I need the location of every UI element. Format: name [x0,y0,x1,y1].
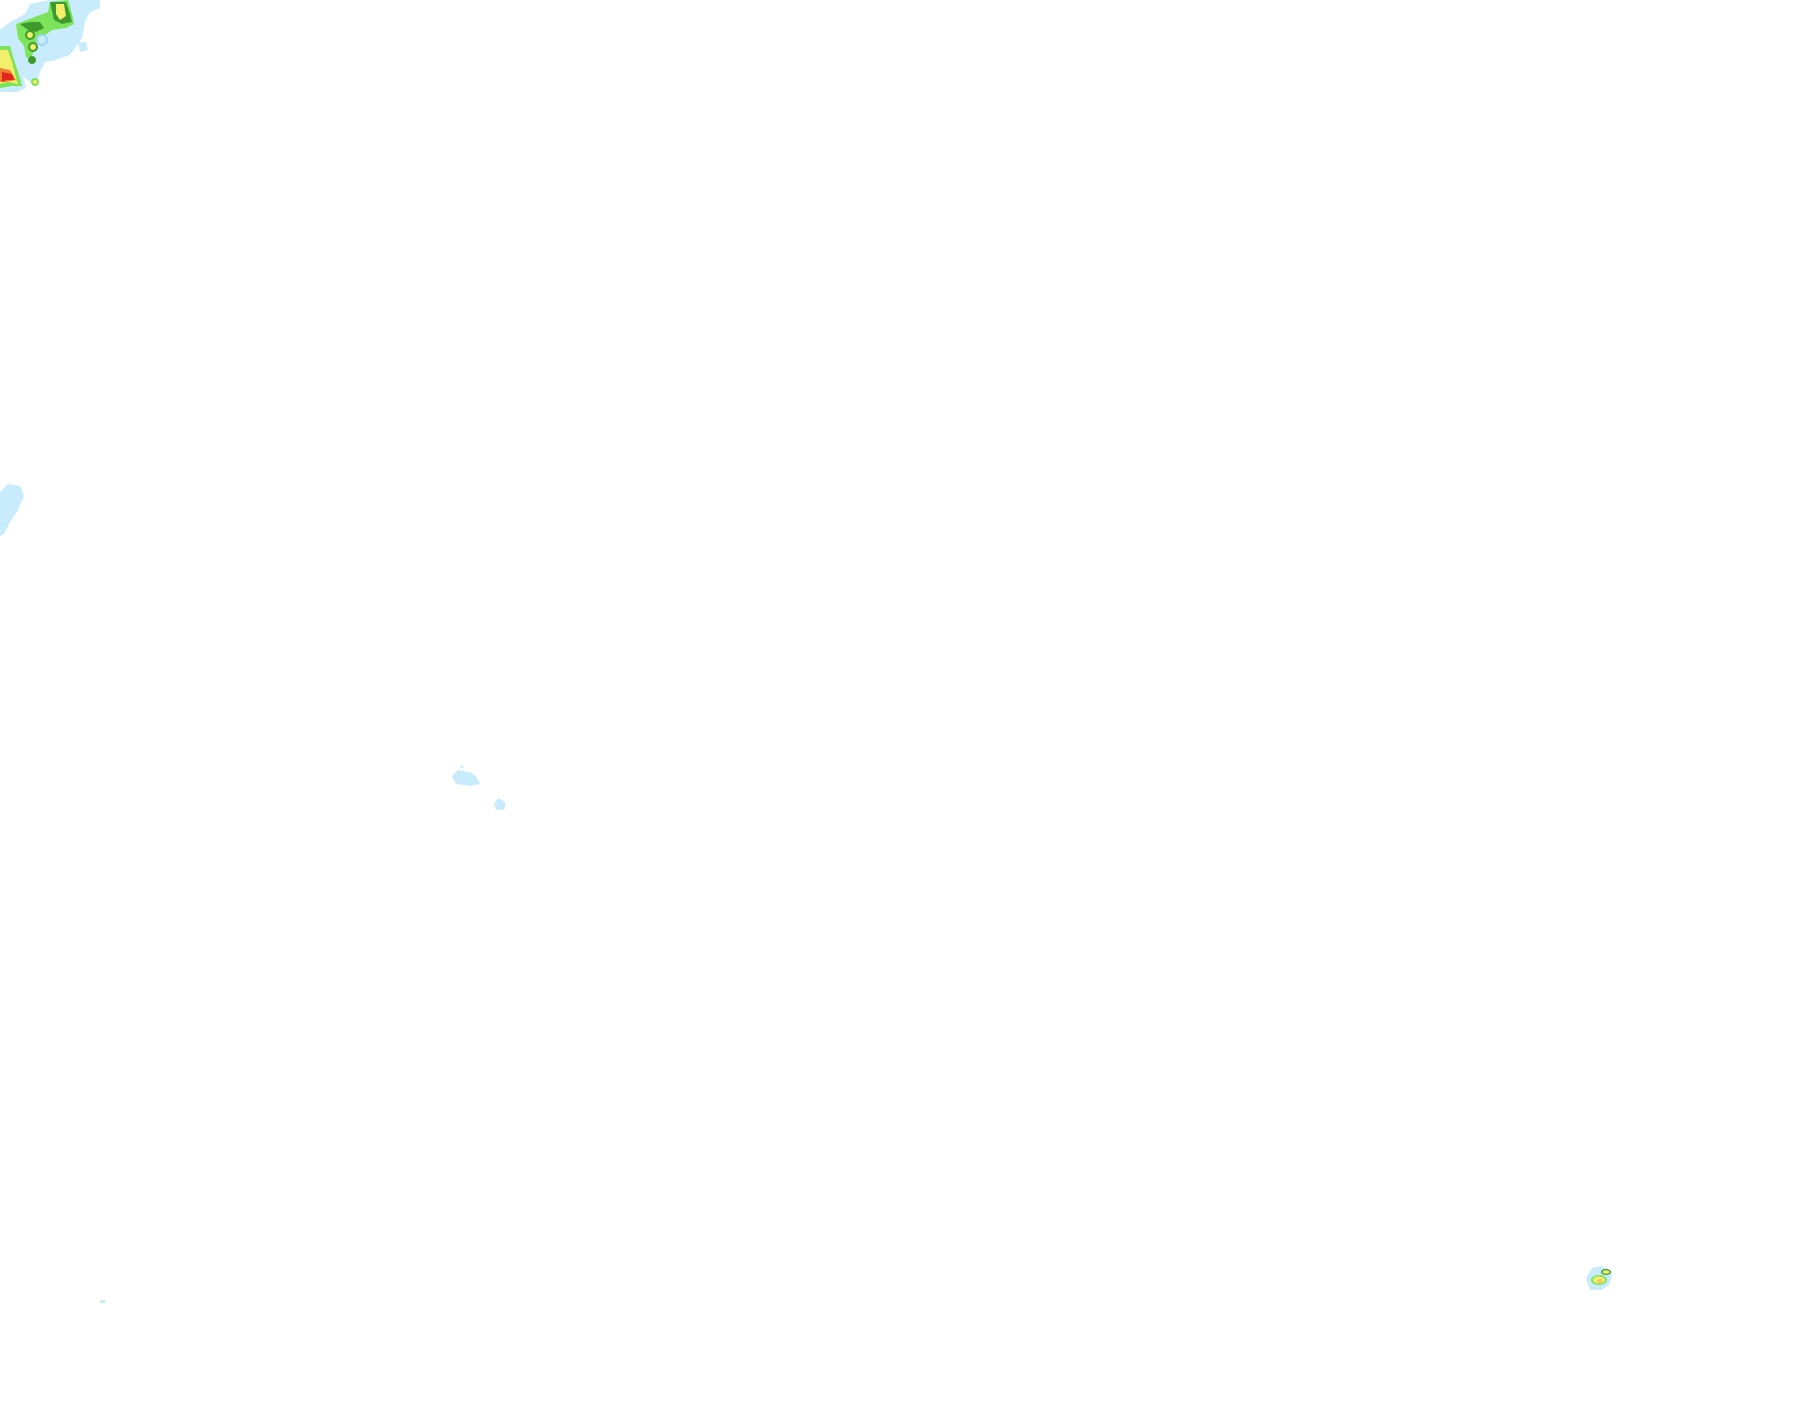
precip-cell-northwest [0,0,100,92]
precip-cell-west-edge [0,484,24,536]
precip-cell-central-a [452,765,480,786]
precip-cell-southeast [1586,1266,1612,1290]
precip-cell-central-b [494,798,506,810]
precip-cell-west-storm [0,42,39,92]
precip-cell-southwest-speck [100,1300,105,1303]
